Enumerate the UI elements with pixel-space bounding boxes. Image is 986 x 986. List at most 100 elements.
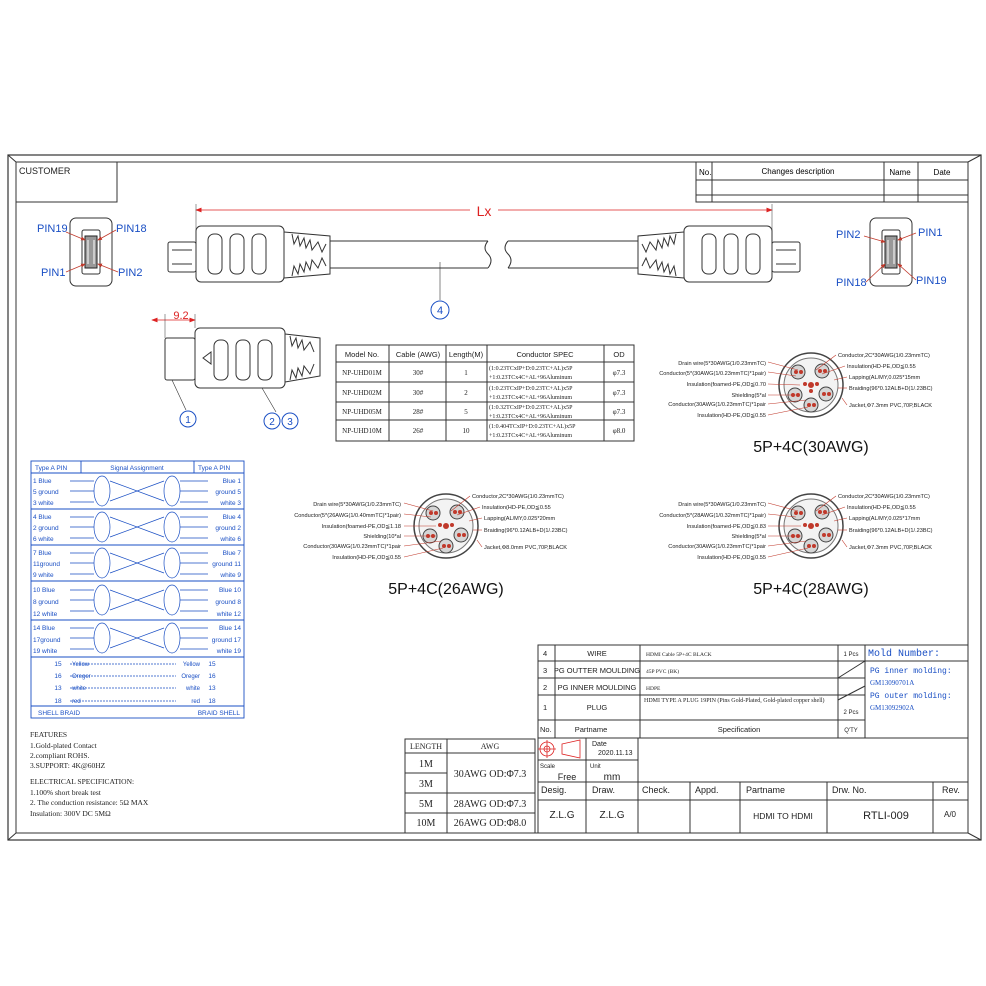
xs26-right-1: Insulation(HD-PE,OD≦0.55 [482,505,551,511]
bom-row-4-part: WIRE [587,649,607,658]
bom-row-4-spec: HDMI Cable 5P+4C BLACK [646,652,712,658]
single-row-4-color-l: red [72,699,81,705]
bom-head-spec: Specification [718,725,761,734]
pin-row-3-right: white 3 [219,500,241,507]
pin-row-6-left: 6 white [33,536,54,543]
xs28-title: 5P+4C(28AWG) [753,581,868,598]
model-row-2-spec1: (1:0.23TCxIP+D:0.23TC+AL)x5P [489,385,573,392]
bom-head-qty: Q'TY [844,728,857,734]
xs28-left-5: Insulation(HD-PE,OD≦0.55 [697,555,766,561]
model-header-od: OD [613,350,625,359]
length-row-3-len: 5M [419,799,433,810]
length-header-awg: AWG [481,742,500,751]
balloon-3 [281,412,299,430]
elec-1: 1.100% short break test [30,788,102,797]
pin-row-10-left: 10 Blue [33,587,55,594]
pin-row-15-left: 19 white [33,648,58,655]
model-row-4-model: NP-UHD10M [342,427,382,435]
xs30-left-5: Insulation(HD-PE,OD≦0.55 [697,413,766,419]
bom-row-1-spec: HDMI TYPE A PLUG 19PIN (Pins Gold-Plated… [644,698,825,704]
bom-head-no: No. [540,725,552,734]
cross-section-28awg-leaders [767,495,848,558]
length-row-1-awg: 30AWG OD:Φ7.3 [454,769,527,780]
model-row-3-spec1: (1:0.32TCxIP+D:0.23TC+AL)x5P [489,404,573,411]
model-row-1-spec1: (1:0.23TCxIP+D:0.23TC+AL)x5P [489,365,573,372]
single-row-2-color-r: Oreger [181,674,200,680]
single-row-2-pin-r: 16 [208,673,216,680]
pin-table-twists [70,475,208,702]
bom-head-part: Partname [575,725,608,734]
rev-col-no: No. [699,168,711,177]
right-pin2-label: PIN2 [836,229,860,241]
plug-detail [164,327,321,389]
left-pin18-label: PIN18 [116,223,147,235]
xs28-left-4: Conductor(30AWG(1/0.23mmTC)*1pair [668,544,766,550]
cross-section-30awg-leaders [767,354,848,416]
single-row-1-pin-l: 15 [54,661,62,668]
left-connector-face [69,217,113,287]
xs30-left-2: Insulation(foamed-PE,OD≦0.70 [687,382,766,388]
projection-symbol [538,739,581,759]
model-row-1-spec2: +1:0.23TCx4C+AL+96Aluminum [489,375,572,381]
date-value: 2020.11.13 [598,750,633,757]
pin-row-13-right: Blue 14 [219,625,241,632]
single-row-4-pin-r: 18 [208,698,216,705]
right-plug [637,225,801,283]
model-row-2-spec2: +1:0.23TCx4C+AL+96Aluminum [489,395,572,401]
model-row-4-spec2: +1:0.23TCx4C+AL+96Aluminum [489,433,572,439]
dim-plug-value: 9.2 [173,310,188,322]
model-header-spec: Conductor SPEC [516,350,574,359]
left-pin2-label: PIN2 [118,267,142,279]
title-block [537,737,969,834]
bom-row-4-qty: 1 Pcs [843,652,858,658]
model-row-3-len: 5 [464,408,468,416]
mold-inner-label: PG inner molding: [870,667,952,676]
features-title: FEATURES [30,730,67,739]
bom-row-4-no: 4 [543,649,547,658]
model-row-2-len: 2 [464,389,468,397]
xs28-left-0: Drain wire(5*30AWG(1/0.23mmTC) [678,502,766,508]
balloon-2-number: 2 [269,417,275,428]
xs28-left-2: Insulation(foamed-PE,OD≦0.83 [687,524,766,530]
xs26-right-2: Lapping(AL/MY,0.025*20mm [484,516,555,522]
pin-row-11-right: ground 8 [215,599,241,606]
rev-value: A/0 [944,810,957,819]
elec-2: 2. The conduction resistance: 5Ω MAX [30,798,149,807]
bom-row-1-part: PLUG [587,703,608,712]
pin-row-10-right: Blue 10 [219,587,241,594]
cross-section-28awg [778,493,844,559]
partname-label: Partname [746,785,785,795]
xs26-left-4: Conductor(30AWG(1/0.23mmTC)*1pair [303,544,401,550]
right-pin19-label: PIN19 [916,275,947,287]
mold-outer-label: PG outer molding: [870,692,952,701]
pin-row-11-left: 8 ground [33,599,59,606]
length-row-4-len: 10M [417,818,436,829]
pin-foot-right: BRAID SHELL [198,710,241,717]
pin-row-7-left: 7 Blue [33,550,52,557]
length-table [404,738,536,834]
xs26-title: 5P+4C(26AWG) [388,581,503,598]
customer-label: CUSTOMER [19,166,71,176]
mold-inner-value: GM13090701A [870,679,914,687]
pin-table-frame [30,460,245,719]
length-header-length: LENGTH [410,742,442,751]
date-label: Date [592,741,607,748]
rev-col-changes: Changes description [762,167,835,176]
xs30-left-1: Conductor(5*(30AWG(1/0.23mmTC)*1pair) [659,371,766,377]
single-row-1-color-l: Yellow [72,662,90,668]
model-row-1-model: NP-UHD01M [342,369,382,377]
xs26-right-4: Jacket,Φ8.0mm PVC,70P,BLACK [484,545,567,551]
length-row-2-len: 3M [419,779,433,790]
feature-1: 1.Gold-plated Contact [30,741,98,750]
left-plug [167,225,331,283]
right-pin1-label: PIN1 [918,227,942,239]
xs28-right-2: Lapping(AL/MY,0.025*17mm [849,516,920,522]
xs26-left-3: Shielding(10*al [363,534,401,540]
single-row-2-color-l: Oreger [72,674,91,680]
right-pin18-label: PIN18 [836,277,867,289]
rev-col-name: Name [889,168,911,177]
desig-value: Z.L.G [549,810,574,821]
single-row-1-color-r: Yellow [183,662,201,668]
bom-row-2-no: 2 [543,683,547,692]
model-row-1-od: φ7.3 [613,369,626,377]
